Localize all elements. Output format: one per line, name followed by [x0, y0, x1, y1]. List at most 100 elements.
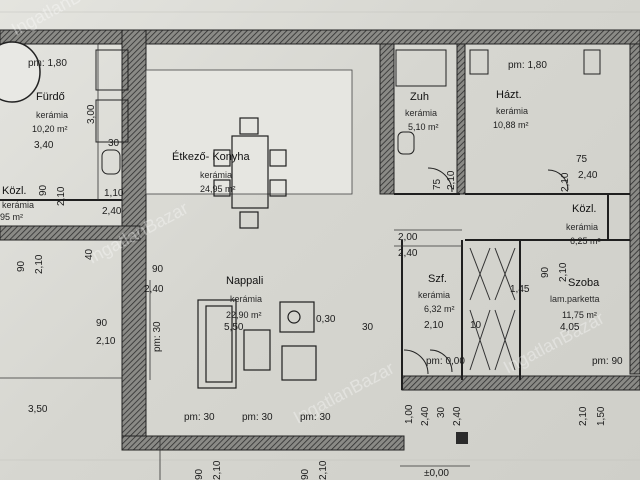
dimension-label: ±0,00 — [424, 468, 449, 479]
room-label-szoba: Szoba — [568, 277, 600, 289]
room-area-szoba: 11,75 m² — [562, 310, 597, 320]
bath-cabinet-shape — [95, 49, 129, 91]
room-material-nappali: kerámia — [230, 294, 263, 304]
dimension-label: pm: 30 — [184, 412, 215, 423]
dimension-label: 30 — [362, 322, 374, 333]
dimension-label: 2,40 — [102, 206, 122, 217]
kitchen-counter-zone — [145, 69, 353, 195]
dimension-label: 90 — [540, 266, 551, 278]
dimension-label: 2,40 — [452, 406, 463, 426]
dimension-label: 2,10 — [446, 170, 457, 190]
living-furniture — [197, 299, 317, 389]
wall-far-right — [629, 43, 640, 375]
dimension-label: 2,40 — [420, 406, 431, 426]
dimension-label: 75 — [576, 154, 588, 165]
paper-grid — [0, 11, 640, 461]
dimension-label: 2,40 — [398, 248, 418, 259]
shower-tray-shape — [395, 49, 447, 87]
washer-shape — [469, 49, 489, 75]
room-material-furdo: kerámia — [36, 110, 69, 120]
room-label-hazt: Házt. — [496, 89, 522, 101]
dimension-label: 2,10 — [34, 254, 45, 274]
dimension-label: 2,40 — [144, 284, 164, 295]
wardrobe — [469, 247, 516, 371]
room-material-hazt: kerámia — [496, 106, 529, 116]
dimension-label: 1,10 — [104, 188, 124, 199]
room-material-kozl-left: kerámia — [2, 200, 35, 210]
room-label-szf: Szf. — [428, 273, 447, 285]
dimension-label: pm: 90 — [592, 356, 623, 367]
dimension-label: 30 — [108, 138, 120, 149]
dimension-label: 90 — [152, 264, 164, 275]
room-area-szf: 6,32 m² — [424, 304, 455, 314]
dimension-label: 90 — [300, 468, 311, 480]
room-label-kozl-left: Közl. — [2, 185, 27, 197]
dimension-label: 2,10 — [212, 460, 223, 480]
dimension-label: 2,10 — [558, 262, 569, 282]
dimension-label: 2,00 — [398, 232, 418, 243]
dimension-label: pm: 0,00 — [426, 356, 465, 367]
toilet-shape — [101, 149, 121, 175]
dimension-label: 90 — [194, 468, 205, 480]
room-area-kozl-right: 6,25 m² — [570, 236, 601, 246]
room-area-nappali: 22,90 m² — [226, 310, 262, 320]
dimension-label: 1,00 — [404, 404, 415, 424]
bath-sink-shape — [95, 99, 129, 143]
dimension-label: 1,45 — [510, 284, 530, 295]
dimension-label: 2,10 — [56, 186, 67, 206]
room-label-etkezo: Étkező- Konyha — [172, 151, 250, 163]
bottom-wall-living — [121, 435, 405, 451]
room-material-etkezo: kerámia — [200, 170, 233, 180]
room-area-zuh: 5,10 m² — [408, 122, 439, 132]
corner-marker-shape — [456, 432, 468, 444]
dimension-label: 2,10 — [96, 336, 116, 347]
room-label-nappali: Nappali — [226, 275, 264, 287]
dimension-label: 2,40 — [578, 170, 598, 181]
dimension-label: 90 — [16, 260, 27, 272]
dimension-label: 40 — [84, 248, 95, 260]
dimension-label: 4,05 — [560, 322, 580, 333]
dimension-label: 5,50 — [224, 322, 244, 333]
wall-zuh-hazt — [456, 43, 466, 195]
dimension-label: 2,10 — [318, 460, 329, 480]
bathtub-shape — [0, 41, 41, 103]
dimension-label: 2,10 — [578, 406, 589, 426]
room-material-szoba: lam.parketta — [550, 294, 600, 304]
dimension-label: 75 — [432, 178, 443, 190]
dimension-label: 90 — [38, 184, 49, 196]
room-material-szf: kerámia — [418, 290, 451, 300]
room-area-etkezo: 24,95 m² — [200, 184, 236, 194]
dimension-label: 0,30 — [316, 314, 336, 325]
boiler-shape — [583, 49, 601, 75]
dining-table — [213, 117, 287, 229]
top-wall — [0, 29, 640, 45]
dimension-label: 30 — [436, 406, 447, 418]
room-area-furdo: 10,20 m² — [32, 124, 68, 134]
room-label-kozl-right: Közl. — [572, 203, 597, 215]
dimension-label: 2,10 — [424, 320, 444, 331]
dimension-label: 10 — [470, 320, 482, 331]
dimension-label: pm: 30 — [152, 321, 163, 352]
room-area-kozl-left: 95 m² — [0, 212, 24, 222]
wall-kitchen-right — [379, 43, 395, 195]
door-swings — [403, 167, 569, 375]
dimension-lines — [0, 44, 470, 480]
dimension-label: pm: 30 — [300, 412, 331, 423]
dimension-label: 3,40 — [34, 140, 54, 151]
dimension-label: 3,00 — [86, 104, 97, 124]
room-label-furdo: Fürdő — [36, 91, 65, 103]
wall-left-middle — [0, 225, 141, 241]
dimension-label: 90 — [96, 318, 108, 329]
room-label-zuh: Zuh — [410, 91, 429, 103]
room-area-hazt: 10,88 m² — [493, 120, 529, 130]
dimension-label: 3,50 — [28, 404, 48, 415]
dimension-label: pm: 1,80 — [508, 60, 547, 71]
room-material-zuh: kerámia — [405, 108, 438, 118]
interior-walls — [0, 193, 630, 390]
room-material-kozl-right: kerámia — [566, 222, 599, 232]
dimension-label: 2,10 — [560, 172, 571, 192]
dimension-label: 1,50 — [596, 406, 607, 426]
dimension-label: pm: 1,80 — [28, 58, 67, 69]
